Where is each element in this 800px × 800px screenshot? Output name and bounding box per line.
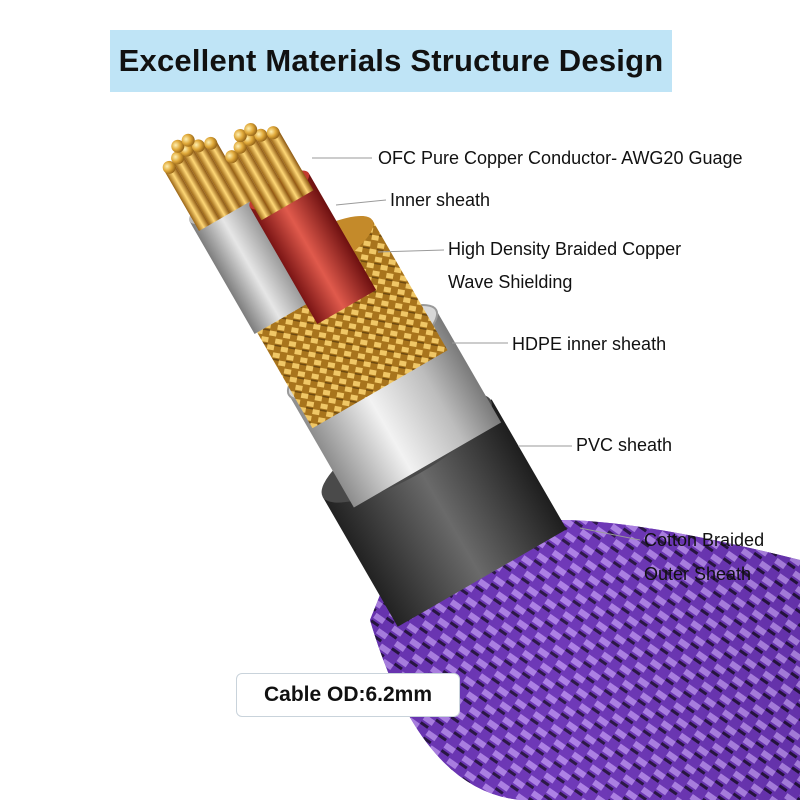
label-hdpe: HDPE inner sheath [512,334,667,354]
label-conductor: OFC Pure Copper Conductor- AWG20 Guage [378,148,743,168]
label-pvc: PVC sheath [576,435,673,455]
page-title: Excellent Materials Structure Design [118,43,664,78]
copper-strands-right [225,123,314,221]
label-outer-line2: Outer Sheath [644,564,752,584]
label-shield-line1: High Density Braided Copper [448,239,682,259]
label-inner-sheath: Inner sheath [390,190,491,210]
cable-od-badge: Cable OD:6.2mm [236,673,460,717]
title-banner: Excellent Materials Structure Design [110,30,672,92]
leader-line-inner-sheath [335,199,387,206]
leader-lines [312,157,641,541]
leader-line-outer [579,527,641,541]
label-outer-line1: Cotton Braided [644,530,765,550]
cable-od-text: Cable OD:6.2mm [263,683,433,706]
copper-strands-left [162,133,251,231]
label-shield-line2: Wave Shielding [448,272,573,292]
leader-line-shield [377,249,445,253]
